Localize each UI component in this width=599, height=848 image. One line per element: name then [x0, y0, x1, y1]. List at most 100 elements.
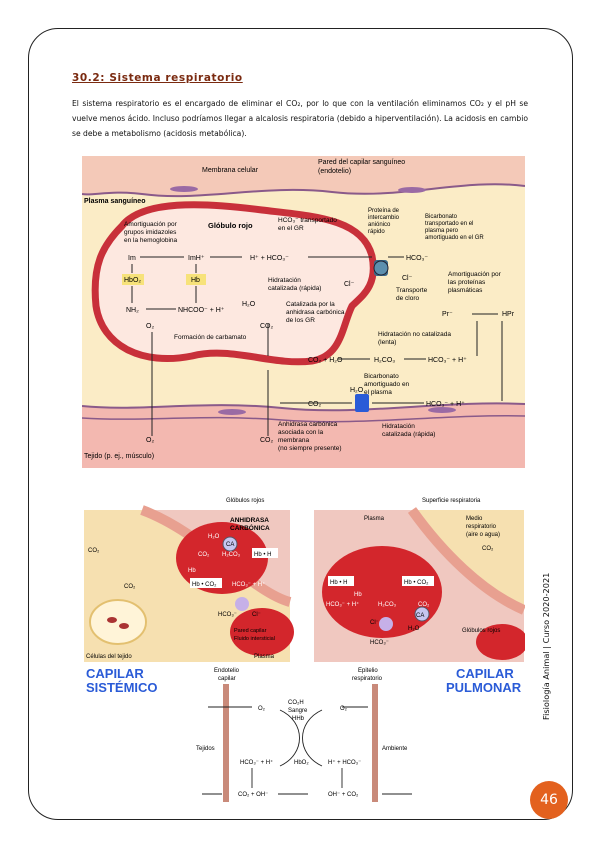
label-bicarb-amort-2: amortiguado en [364, 381, 410, 388]
species-co2-low: CO₂ [308, 401, 322, 408]
species-ohco2: OH⁻ + CO₂ [328, 792, 359, 798]
species-h2o-low: H₂O [350, 387, 364, 394]
caption-pulmonar-2: PULMONAR [446, 680, 522, 695]
species-hb: Hb [191, 277, 200, 284]
label-pared-capilar: Pared capilar [234, 628, 267, 634]
species-hco3h-left: HCO₃⁻ + H⁺ [240, 759, 273, 766]
label-amort-prot-3: plasmáticas [448, 287, 483, 294]
caption-pulmonar-1: CAPILAR [456, 666, 514, 681]
label-medio-3: (aire o agua) [466, 532, 500, 538]
label-hidrat-cat-1: Hidratación [382, 423, 415, 430]
label-medio-2: respiratorio [466, 524, 497, 530]
label-formacion: Formación de carbamato [174, 334, 247, 341]
species-ca-pul: CA [416, 613, 424, 619]
species-hbco2-sys: Hb • CO₂ [192, 582, 217, 588]
species-h2o-pul: H₂O [408, 626, 420, 632]
label-plasma-pul: Plasma [364, 516, 385, 522]
label-hidrat-lenta-1: Hidratación no catalizada [378, 331, 451, 338]
species-co2-pul: CO₂ [418, 602, 430, 608]
species-h2o-sys: H₂O [208, 534, 220, 540]
label-bicarb-1: Bicarbonato [425, 214, 458, 220]
species-co2-sys: CO₂ [198, 552, 210, 558]
label-endotelio-1: Endotelio [214, 668, 240, 674]
species-hbco2-pul: Hb • CO₂ [404, 580, 429, 586]
label-anhidrasa-1: ANHIDRASA [230, 517, 269, 524]
label-tejido: Tejido (p. ej., músculo) [84, 453, 154, 460]
label-anhidrasa-2: CARBÓNICA [230, 523, 270, 532]
label-bicarb-amort-3: el plasma [364, 389, 392, 396]
species-hco3-out: HCO₃⁻ [406, 255, 428, 262]
species-ca-sys: CA [226, 542, 234, 548]
label-bicarb-amort-1: Bicarbonato [364, 373, 399, 380]
label-superficie: Superficie respiratoria [422, 498, 481, 504]
species-reaccion-1: CO₂ + H₂O [308, 357, 343, 364]
species-hco3-pul: HCO₃⁻ [370, 640, 389, 646]
label-medio-1: Medio [466, 516, 483, 522]
species-reaccion-3: HCO₃⁻ + H⁺ [428, 357, 467, 364]
label-membrana-celular: Membrana celular [202, 167, 259, 174]
species-imh: ImH⁺ [188, 255, 205, 262]
label-globulos-rojos-2: Glóbulos rojos [462, 628, 500, 634]
species-hco3h-sys: HCO₃⁻ + H⁺ [232, 581, 265, 588]
species-sangre-3: HHb [292, 716, 305, 722]
species-co2-pul-out: CO₂ [482, 546, 494, 552]
species-pr: Pr⁻ [442, 311, 453, 318]
intro-paragraph: El sistema respiratorio es el encargado … [72, 99, 528, 138]
label-proteina-2: intercambio [368, 215, 400, 221]
species-hbh-sys: Hb • H [254, 552, 271, 558]
page-number-badge: 46 [530, 781, 568, 819]
label-ambiente: Ambiente [382, 746, 408, 752]
label-anhidrasa-3: membrana [278, 437, 309, 444]
species-hpr: HPr [502, 311, 515, 318]
species-hhco3-right: H⁺ + HCO₃⁻ [328, 759, 361, 766]
label-hco3-transp-2: en el GR [278, 225, 304, 232]
species-nh2: NH₂ [126, 307, 139, 314]
label-catalizada-1: Catalizada por la [286, 301, 335, 308]
species-sangre-2: Sangre [288, 708, 308, 714]
section-title: 30.2: Sistema respiratorio [72, 72, 243, 84]
caption-sistemico-2: SISTÉMICO [86, 680, 158, 695]
label-amort-prot-2: las proteínas [448, 279, 486, 286]
label-bicarb-3: plasma pero [425, 228, 459, 234]
label-hidrat-rap-1: Hidratación [268, 277, 301, 284]
label-hidrat-cat-2: catalizada (rápida) [382, 431, 435, 438]
species-cl-pul: Cl⁻ [370, 620, 379, 626]
species-co2-sys-cell: CO₂ [124, 584, 136, 590]
label-transporte-1: Transporte [396, 287, 428, 294]
species-cl-right: Cl⁻ [402, 275, 413, 282]
species-cl-sys: Cl⁻ [252, 612, 261, 618]
species-co2-rbc: CO₂ [260, 323, 274, 330]
capillary-exchange-diagram: Glóbulos rojos ANHIDRASA CARBÓNICA H₂O C… [84, 498, 525, 802]
label-catalizada-2: anhidrasa carbónica [286, 309, 345, 316]
label-amort-3: en la hemoglobina [124, 237, 178, 244]
species-h2o: H₂O [242, 301, 256, 308]
label-plasma: Plasma sanguíneo [84, 198, 145, 205]
label-amort-1: Amortiguación por [124, 221, 178, 228]
label-proteina-1: Proteína de [368, 208, 400, 214]
species-h2co3-pul: H₂CO₃ [378, 602, 397, 608]
label-endotelio-2: capilar [218, 676, 236, 682]
label-endotelio: (endotelio) [318, 168, 351, 175]
species-hb-sys: Hb [188, 568, 196, 574]
species-h-hco3: H⁺ + HCO₃⁻ [250, 255, 289, 262]
label-proteina-4: rápido [368, 229, 385, 235]
label-transporte-2: de cloro [396, 295, 420, 302]
species-nhcoo: NHCOO⁻ + H⁺ [178, 307, 225, 314]
label-fluido: Fluido intersticial [234, 636, 275, 642]
label-amort-2: grupos imidazoles [124, 229, 177, 236]
species-hco3-h-low: HCO₃⁻ + H⁺ [426, 401, 465, 408]
label-epitelio-2: respiratorio [352, 676, 383, 682]
species-hbh-pul: Hb • H [330, 580, 347, 586]
species-hco3-sys: HCO₃⁻ [218, 612, 237, 618]
species-o2-left: O₂ [258, 706, 266, 712]
label-globulos-rojos: Glóbulos rojos [226, 498, 264, 504]
label-epitelio-1: Epitelio [358, 668, 378, 674]
label-celulas: Células del tejido [86, 654, 132, 660]
species-h2co3-sys: H₂CO₃ [222, 552, 241, 558]
species-im: Im [128, 255, 136, 262]
species-co2-bottom: CO₂ [260, 437, 274, 444]
species-o2-right: O₂ [340, 706, 348, 712]
label-bicarb-4: amortiguado en el GR [425, 235, 484, 241]
label-tejidos: Tejidos [196, 746, 215, 752]
species-co2oh: CO₂ + OH⁻ [238, 792, 268, 798]
